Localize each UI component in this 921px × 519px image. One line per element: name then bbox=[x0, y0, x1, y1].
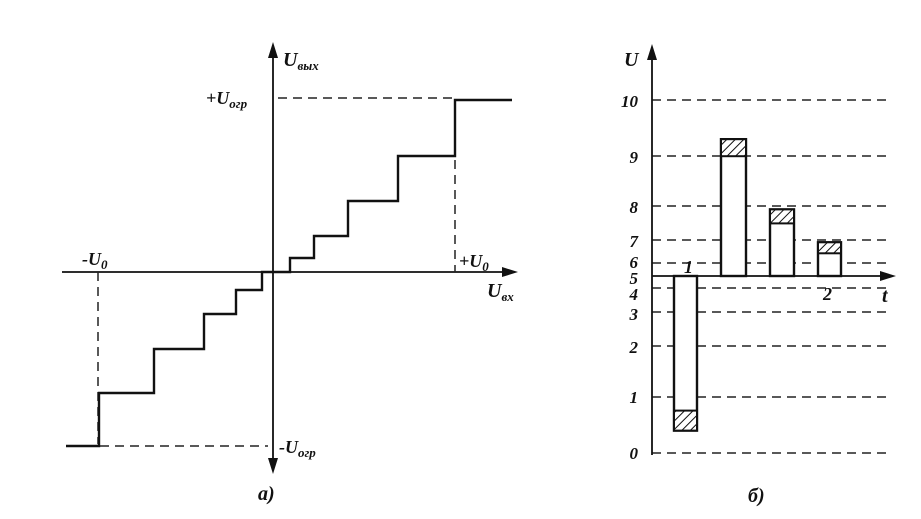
a-x-axis-label: Uвх bbox=[487, 280, 514, 304]
b-time-axis-arrow bbox=[880, 271, 896, 281]
a-vertical-axis-arrow-down bbox=[268, 458, 278, 474]
b-pulse-label-1: 1 bbox=[684, 257, 693, 277]
b-level-label-10: 10 bbox=[621, 92, 639, 111]
a-neg-u0-label: -U0 bbox=[82, 249, 108, 272]
b-level-label-4: 4 bbox=[629, 285, 639, 304]
a-horizontal-axis-arrow bbox=[502, 267, 518, 277]
b-pulse-4-hatch bbox=[817, 241, 842, 255]
b-pulse-1-bar bbox=[672, 274, 699, 432]
b-pulse-2-bar bbox=[719, 137, 748, 278]
b-pulse-2-hatch bbox=[720, 138, 747, 158]
b-pulses bbox=[672, 137, 843, 432]
b-level-label-6: 6 bbox=[630, 253, 639, 272]
a-positive-staircase bbox=[273, 98, 512, 274]
a-neg-sat-label: -Uогр bbox=[279, 437, 316, 460]
a-negative-staircase bbox=[66, 270, 273, 448]
b-level-label-8: 8 bbox=[630, 198, 639, 217]
b-level-label-7: 7 bbox=[630, 232, 640, 251]
a-caption: а) bbox=[258, 483, 275, 505]
b-pulse-2 bbox=[719, 137, 748, 278]
b-level-label-3: 3 bbox=[629, 305, 639, 324]
b-pulse-1 bbox=[672, 274, 699, 432]
a-vertical-axis-arrow-up bbox=[268, 42, 278, 58]
b-y-axis-label: U bbox=[624, 49, 640, 71]
b-pulse-3-hatch bbox=[769, 208, 795, 225]
a-y-axis-label: Uвых bbox=[283, 49, 319, 73]
b-pulse-3 bbox=[768, 208, 796, 278]
b-level-label-1: 1 bbox=[630, 388, 639, 407]
b-caption: б) bbox=[748, 485, 765, 507]
b-level-label-5: 5 bbox=[630, 269, 639, 288]
diagram-a: Uвых Uвх +Uогр -Uогр +U0 -U0 а) bbox=[62, 42, 518, 505]
b-level-label-2: 2 bbox=[629, 338, 639, 357]
b-pulse-1-hatch bbox=[673, 409, 698, 432]
b-t-axis-label: t bbox=[882, 285, 889, 307]
b-level-label-0: 0 bbox=[630, 444, 639, 463]
b-vertical-axis-arrow bbox=[647, 44, 657, 60]
a-pos-sat-label: +Uогр bbox=[206, 88, 248, 111]
b-pulse-4 bbox=[816, 241, 843, 278]
b-pulse-label-2: 2 bbox=[822, 284, 832, 304]
a-pos-u0-label: +U0 bbox=[459, 251, 489, 274]
b-level-label-9: 9 bbox=[630, 148, 639, 167]
